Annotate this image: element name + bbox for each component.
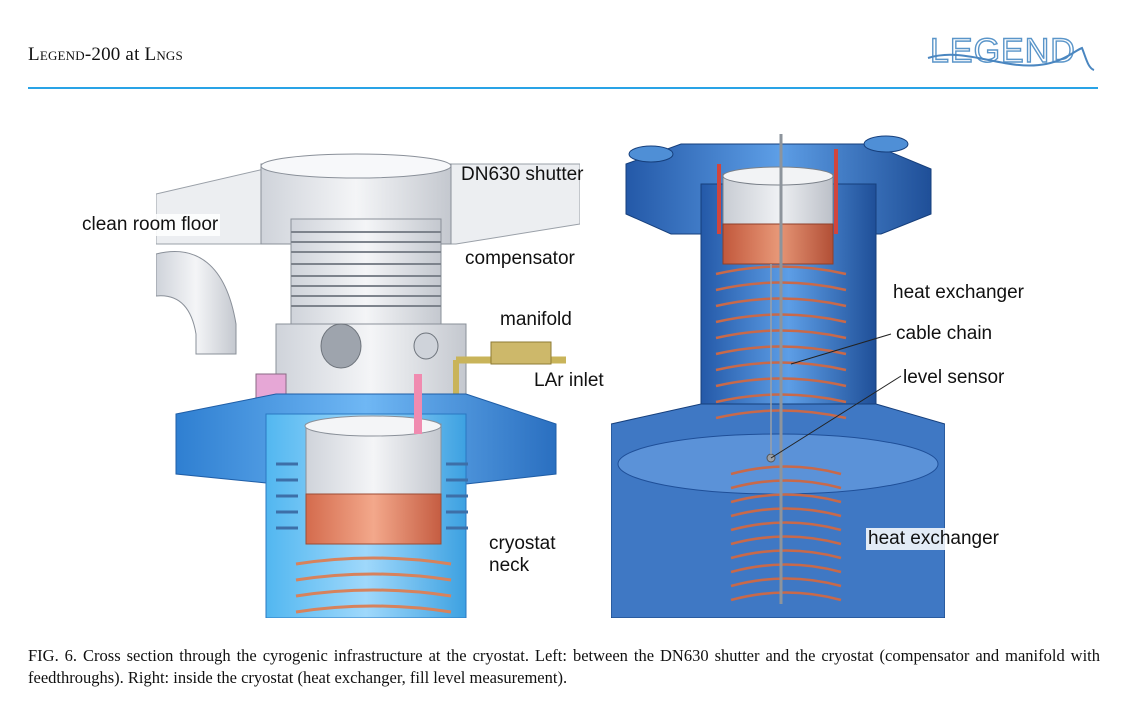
running-header: Legend-200 at Lngs bbox=[28, 44, 183, 66]
label-cryostat-line1: cryostat bbox=[489, 533, 556, 554]
label-cryostat-line2: neck bbox=[489, 555, 530, 576]
header-place-smallcaps: ngs bbox=[156, 44, 183, 65]
header-title-smallcaps: egend bbox=[39, 44, 85, 65]
figure-caption: FIG. 6. Cross section through the cyroge… bbox=[28, 646, 1100, 687]
label-heat-exchanger-bottom: heat exchanger bbox=[866, 528, 1001, 550]
label-manifold: manifold bbox=[500, 309, 572, 330]
svg-text:LEGEND: LEGEND bbox=[930, 32, 1076, 70]
header-place-initial: L bbox=[144, 44, 157, 65]
label-lar-inlet: LAr inlet bbox=[534, 370, 604, 391]
label-level-sensor: level sensor bbox=[903, 367, 1005, 388]
header-title-initial: L bbox=[28, 44, 40, 65]
left-cross-section-figure bbox=[156, 153, 580, 618]
label-cable-chain: cable chain bbox=[896, 323, 993, 344]
label-compensator: compensator bbox=[465, 248, 575, 269]
right-cross-section-figure bbox=[611, 134, 945, 618]
label-clean-room-floor: clean room floor bbox=[80, 214, 221, 236]
label-dn630-shutter: DN630 shutter bbox=[461, 164, 584, 185]
legend-logo: LEGEND bbox=[927, 31, 1095, 71]
header-title-middle: -200 at bbox=[84, 44, 145, 65]
header-rule bbox=[28, 87, 1098, 89]
label-heat-exchanger-top: heat exchanger bbox=[893, 282, 1024, 303]
